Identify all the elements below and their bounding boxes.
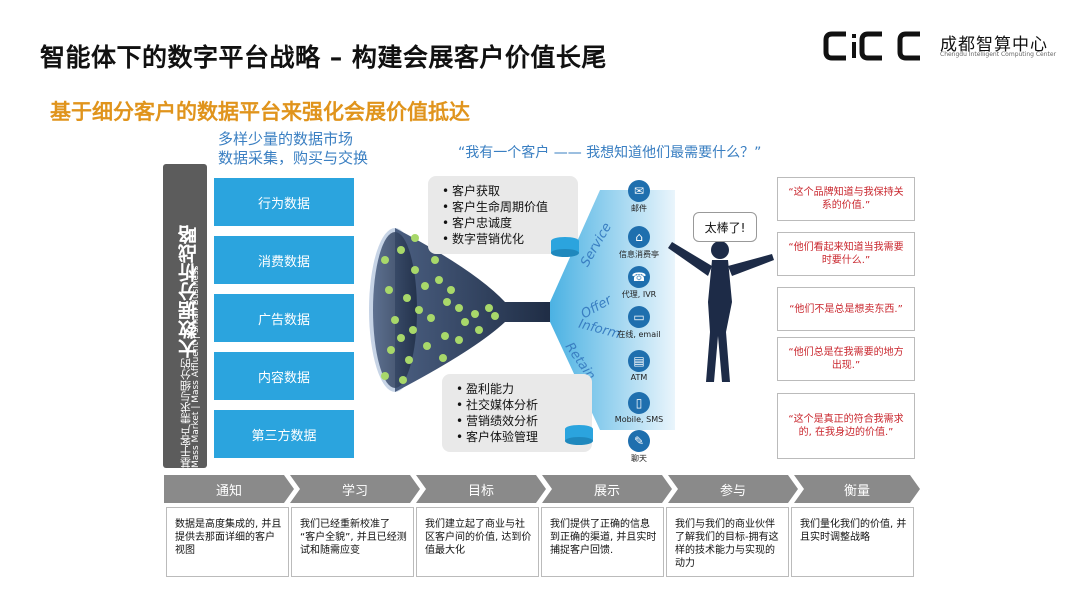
list-item: 盈利能力: [456, 381, 582, 397]
kiosk-icon: ⌂: [628, 226, 650, 248]
strategy-side-text: 基于客户需求与细分的 大数据分析战略 Mass Market | Mass Af…: [163, 164, 207, 468]
chat-icon: ✎: [628, 430, 650, 452]
funnel-dot: [421, 282, 429, 290]
page-title: 智能体下的数字平台战略 – 构建会展客户价值长尾: [40, 38, 607, 74]
stage-measure: 衡量: [794, 475, 920, 503]
funnel-dot: [409, 326, 417, 334]
market-note-line2: 数据采集，购买与交换: [218, 149, 368, 168]
channel-label: Mobile, SMS: [604, 415, 674, 424]
excited-person-icon: [660, 232, 780, 388]
funnel-dot: [441, 332, 449, 340]
funnel-dot: [391, 316, 399, 324]
funnel-dot: [405, 356, 413, 364]
funnel-dot: [397, 334, 405, 342]
funnel-dot: [381, 372, 389, 380]
funnel-dot: [431, 256, 439, 264]
mobile-icon: ▯: [628, 392, 650, 414]
list-item: 客户获取: [442, 183, 568, 199]
market-note-line1: 多样少量的数据市场: [218, 130, 368, 149]
funnel-dot: [455, 304, 463, 312]
channel-label: 聊天: [604, 453, 674, 464]
stage-inform: 通知: [164, 475, 294, 503]
atm-icon: ▤: [628, 350, 650, 372]
data-box-third-party: 第三方数据: [214, 410, 354, 458]
stage-description: 数据是高度集成的, 并且提供去那面详细的客户视图: [166, 507, 289, 577]
data-box-behavior: 行为数据: [214, 178, 354, 226]
data-box-consumption: 消费数据: [214, 236, 354, 284]
funnel-dot: [491, 312, 499, 320]
database-icon: [562, 424, 596, 450]
stage-description: 我们提供了正确的信息到正确的渠道, 并且实时捕捉客户回馈.: [541, 507, 664, 577]
funnel-dot: [435, 276, 443, 284]
list-item: 社交媒体分析: [456, 397, 582, 413]
stage-engage: 参与: [668, 475, 798, 503]
customer-question: “我有一个客户 —— 我想知道他们最需要什么？”: [458, 142, 761, 162]
funnel-dot: [403, 294, 411, 302]
funnel-dot: [381, 256, 389, 264]
list-item: 客户生命周期价值: [442, 199, 568, 215]
market-note: 多样少量的数据市场 数据采集，购买与交换: [218, 130, 368, 168]
funnel-dot: [455, 336, 463, 344]
customer-quote: “他们不是总是想卖东西.”: [777, 287, 915, 331]
customer-quote: “他们看起来知道当我需要时要什么.”: [777, 232, 915, 276]
page-subtitle: 基于细分客户的数据平台来强化会展价值抵达: [50, 96, 470, 126]
stage-description: 我们与我们的商业伙伴了解我们的目标-拥有这样的技术能力与实现的动力: [666, 507, 789, 577]
funnel-dot: [471, 310, 479, 318]
list-item: 客户忠诚度: [442, 215, 568, 231]
funnel-dot: [427, 314, 435, 322]
laptop-icon: ▭: [628, 306, 650, 328]
funnel-dot: [397, 246, 405, 254]
customer-quote: “这个是真正的符合我需求的, 在我身边的价值.”: [777, 393, 915, 459]
stage-description: 我们量化我们的价值, 并且实时调整战略: [791, 507, 914, 577]
data-box-advertising: 广告数据: [214, 294, 354, 342]
logo-tagline: Chengdu Intelligent Computing Center: [940, 51, 1056, 58]
customer-quote: “这个品牌知道与我保持关系的价值.”: [777, 177, 915, 221]
funnel-dot: [387, 346, 395, 354]
stage-target: 目标: [416, 475, 546, 503]
funnel-dot: [439, 354, 447, 362]
funnel-dot: [485, 304, 493, 312]
funnel-dot: [411, 266, 419, 274]
stage-present: 展示: [542, 475, 672, 503]
stage-description: 我们建立起了商业与社区客户间的价值, 达到价值最大化: [416, 507, 539, 577]
mail-icon: ✉: [628, 180, 650, 202]
data-box-content: 内容数据: [214, 352, 354, 400]
channel-label: 邮件: [604, 203, 674, 214]
phone-icon: ☎: [628, 266, 650, 288]
funnel-dot: [443, 298, 451, 306]
strategy-segments: Mass Market | Mass Affluent | Small Busi…: [191, 164, 201, 468]
database-icon: [548, 236, 582, 262]
wow-speech-bubble: 太棒了!: [693, 212, 757, 242]
funnel-dot: [385, 286, 393, 294]
stage-learn: 学习: [290, 475, 420, 503]
stage-description: 我们已经重新校准了 “客户全貌”, 并且已经测试和随需应变: [291, 507, 414, 577]
funnel-dot: [461, 318, 469, 326]
customer-quote: “他们总是在我需要的地方出现.”: [777, 337, 915, 381]
funnel-dot: [415, 306, 423, 314]
funnel-dot: [411, 234, 419, 242]
funnel-dot: [447, 286, 455, 294]
funnel-dot: [423, 342, 431, 350]
funnel-dot: [399, 376, 407, 384]
funnel-dot: [475, 326, 483, 334]
